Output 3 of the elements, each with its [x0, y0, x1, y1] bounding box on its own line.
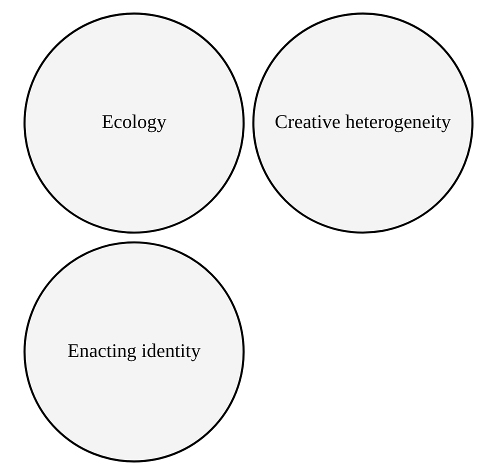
node-circle: Enacting identity — [23, 241, 244, 462]
node-circle: Creative heterogeneity — [252, 12, 473, 234]
node-circle: Ecology — [23, 12, 244, 234]
